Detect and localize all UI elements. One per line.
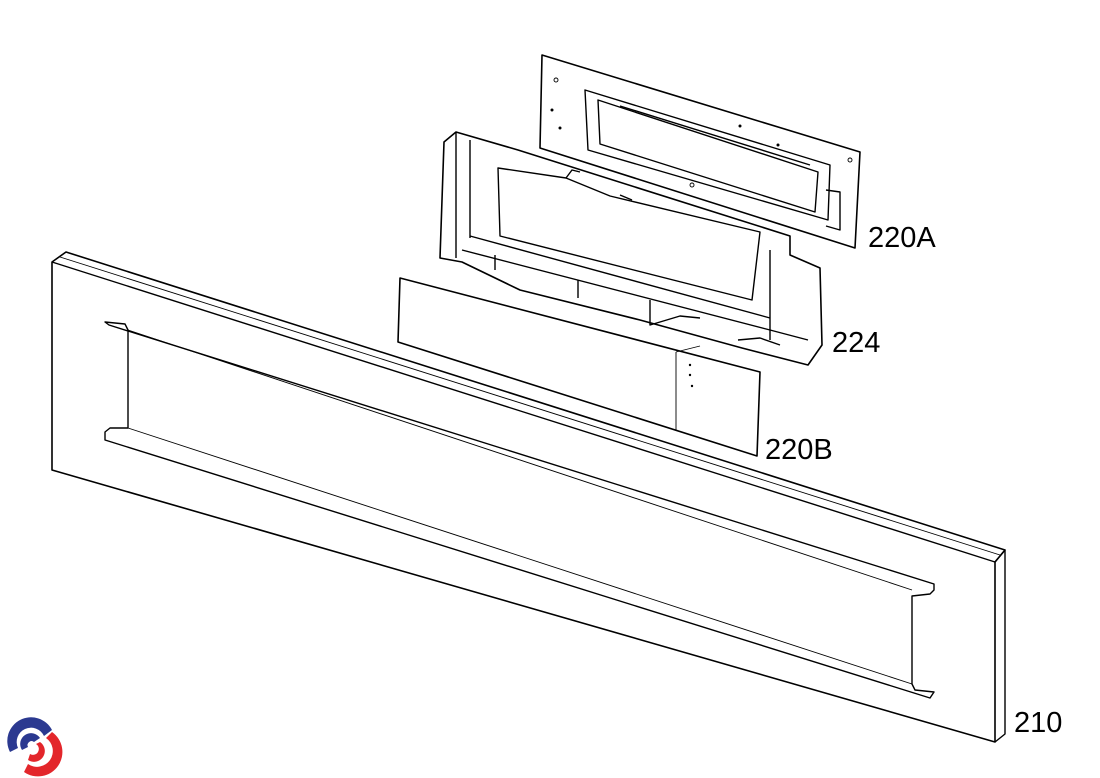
label-220A: 220A (868, 222, 936, 254)
label-210: 210 (1014, 707, 1063, 739)
brand-logo-icon (7, 717, 63, 777)
sensor-plate-220B (397, 277, 761, 457)
label-224: 224 (832, 327, 881, 359)
label-220B: 220B (765, 434, 833, 466)
frame-224 (439, 131, 823, 366)
front-panel-210 (51, 251, 1006, 743)
display-board-220A (539, 54, 861, 249)
